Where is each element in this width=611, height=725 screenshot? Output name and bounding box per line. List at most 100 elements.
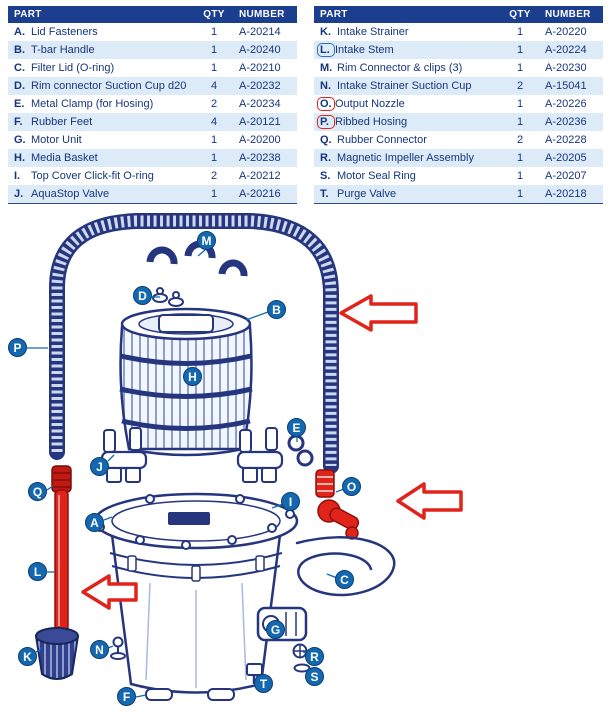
- part-letter: A.: [14, 26, 25, 38]
- rubber-connector-part: [51, 465, 72, 493]
- part-number: A-20212: [239, 170, 281, 182]
- part-letter: R.: [320, 152, 331, 164]
- callout-d: D: [133, 286, 152, 305]
- part-cell: G. Motor Unit: [8, 131, 195, 149]
- filter-lid-oring-part: [295, 536, 396, 597]
- part-letter: G.: [14, 134, 26, 146]
- col-header-number: NUMBER: [233, 6, 297, 23]
- part-qty: 1: [195, 185, 233, 204]
- media-basket-part: [119, 307, 253, 457]
- part-number: A-20214: [239, 26, 281, 38]
- col-header-part: PART: [314, 6, 501, 23]
- rubber-feet-part: [145, 688, 235, 701]
- part-number: A-20121: [239, 116, 281, 128]
- part-qty: 1: [516, 170, 524, 182]
- metal-clamps-part: [287, 434, 314, 467]
- part-qty: 2: [210, 170, 218, 182]
- arrow-to-hosing: [339, 294, 418, 332]
- part-letter: E.: [14, 98, 25, 110]
- callout-s: S: [305, 667, 324, 686]
- part-cell: D. Rim connector Suction Cup d20: [8, 77, 195, 95]
- part-qty: 1: [210, 26, 218, 38]
- table-row: A. Lid Fasteners 1 A-20214: [8, 23, 297, 41]
- part-letter: N.: [320, 80, 331, 92]
- part-letter: L.: [317, 43, 335, 57]
- part-number: A-20224: [545, 44, 587, 56]
- part-letter: K.: [320, 26, 331, 38]
- output-nozzle-part: [315, 469, 360, 540]
- part-letter: D.: [14, 80, 25, 92]
- callout-p: P: [8, 338, 27, 357]
- part-name: Purge Valve: [337, 187, 397, 200]
- callout-c: C: [335, 570, 354, 589]
- part-name: Intake Stem: [335, 44, 394, 56]
- part-cell: C.Filter Lid (O-ring): [8, 59, 195, 77]
- part-number: A-20207: [545, 170, 587, 182]
- callout-n: N: [90, 640, 109, 659]
- part-letter: F.: [14, 116, 23, 128]
- part-name: Rubber Feet: [31, 116, 93, 128]
- part-cell: P.Ribbed Hosing: [314, 113, 501, 131]
- part-name: Rim connector Suction Cup d20: [31, 80, 187, 92]
- rim-connector-clips-part: [146, 240, 248, 277]
- part-letter: B.: [14, 44, 25, 56]
- part-number: A-20205: [545, 152, 587, 164]
- part-number: A-20216: [233, 185, 297, 204]
- part-cell: T.Purge Valve: [314, 185, 501, 204]
- callout-j: J: [90, 457, 109, 476]
- part-number: A-20220: [545, 26, 587, 38]
- callout-f: F: [117, 687, 136, 706]
- canister-lid-part: [93, 492, 299, 550]
- part-name: Intake Strainer: [337, 26, 409, 38]
- part-letter: M.: [320, 62, 333, 74]
- part-number: A-20230: [545, 62, 587, 74]
- part-number: A-15041: [545, 80, 587, 92]
- part-cell: K. Intake Strainer: [314, 23, 501, 41]
- ribbed-hosing-part: [49, 213, 339, 474]
- part-letter: H.: [14, 152, 25, 164]
- col-header-part: PART: [8, 6, 195, 23]
- callout-k: K: [18, 647, 37, 666]
- part-qty: 1: [516, 152, 524, 164]
- part-name: Magnetic Impeller Assembly: [337, 152, 474, 164]
- part-name: Lid Fasteners: [31, 26, 98, 38]
- callout-g: G: [266, 620, 285, 639]
- part-name: Output Nozzle: [335, 98, 405, 110]
- part-name: Motor Seal Ring: [337, 170, 416, 182]
- part-number: A-20234: [239, 98, 281, 110]
- part-name: Motor Unit: [31, 134, 82, 146]
- callout-h: H: [183, 367, 202, 386]
- callout-o: O: [342, 477, 361, 496]
- part-cell: S.Motor Seal Ring: [314, 167, 501, 185]
- part-qty: 1: [516, 116, 524, 128]
- highlight-arrows: [81, 294, 463, 610]
- part-name: Rim Connector & clips (3): [337, 62, 463, 74]
- part-cell: E.Metal Clamp (for Hosing): [8, 95, 195, 113]
- part-cell: M. Rim Connector & clips (3): [314, 59, 501, 77]
- part-qty: 2: [516, 80, 524, 92]
- part-qty: 2: [210, 98, 218, 110]
- part-qty: 1: [210, 62, 218, 74]
- part-cell: J.AquaStop Valve: [8, 185, 195, 204]
- part-qty: 1: [501, 185, 539, 204]
- part-cell: Q.Rubber Connector: [314, 131, 501, 149]
- part-qty: 4: [210, 116, 218, 128]
- part-cell: L.Intake Stem: [314, 41, 501, 59]
- callout-q: Q: [28, 482, 47, 501]
- part-qty: 1: [210, 152, 218, 164]
- intake-strainer-part: [34, 627, 80, 680]
- part-letter: Q.: [320, 134, 332, 146]
- part-name: Filter Lid (O-ring): [31, 62, 115, 74]
- callout-l: L: [28, 562, 47, 581]
